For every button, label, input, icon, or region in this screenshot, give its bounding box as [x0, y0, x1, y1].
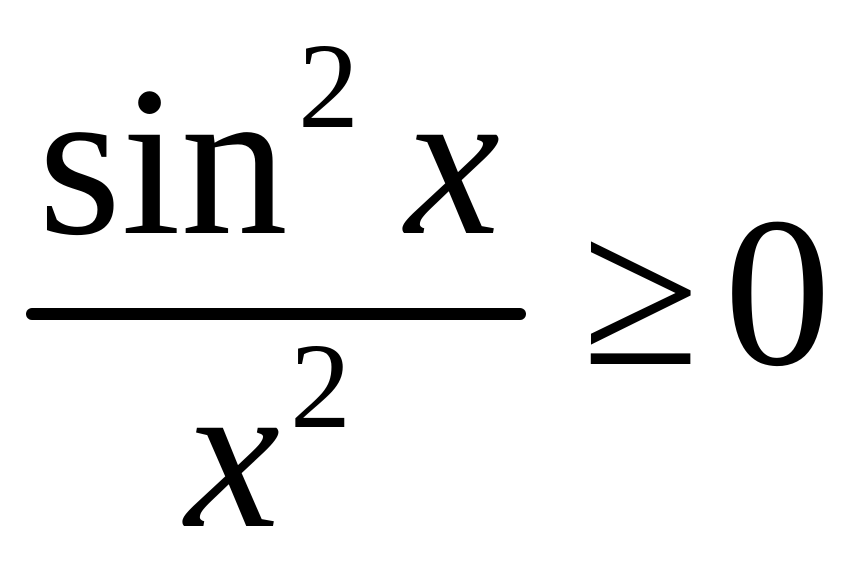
- numerator-variable: x: [405, 43, 500, 280]
- greater-than-or-equal-sign: ≥: [582, 174, 700, 411]
- denominator-variable: x: [185, 336, 280, 573]
- right-side-value: 0: [724, 174, 831, 411]
- numerator-exponent: 2: [298, 19, 359, 154]
- fraction-bar: [26, 308, 526, 320]
- denominator-exponent: 2: [290, 319, 351, 454]
- numerator-sine-function: sin: [38, 43, 288, 280]
